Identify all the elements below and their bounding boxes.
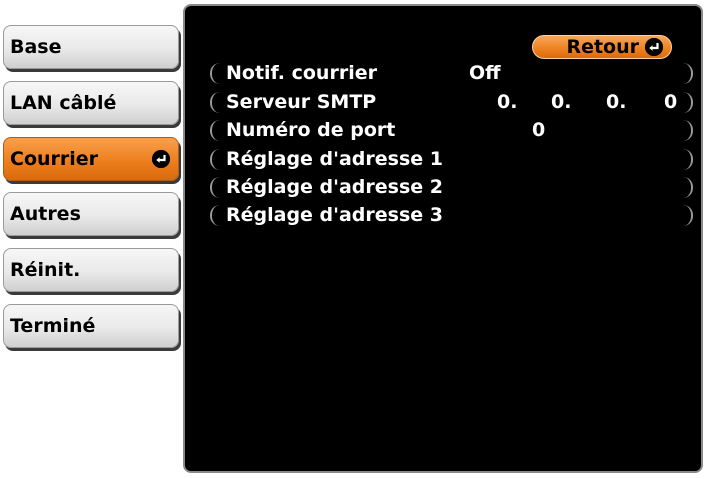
sidebar-item-label: Base [10, 36, 62, 58]
sidebar-item-reinit[interactable]: Réinit. [3, 248, 179, 292]
enter-return-icon [152, 150, 170, 168]
row-reglage-adresse-3[interactable]: Réglage d'adresse 3 [210, 205, 693, 226]
row-label: Réglage d'adresse 3 [226, 204, 443, 226]
row-reglage-adresse-2[interactable]: Réglage d'adresse 2 [210, 177, 693, 198]
sidebar-item-lan-cable[interactable]: LAN câblé [3, 81, 179, 125]
sidebar-item-label: Autres [10, 203, 81, 225]
row-label: Réglage d'adresse 1 [226, 148, 443, 170]
ip-octet-3[interactable]: 0. [606, 91, 627, 113]
row-label: Numéro de port [226, 119, 396, 141]
sidebar-item-label: Terminé [10, 315, 96, 337]
sidebar-item-label: Réinit. [10, 259, 81, 281]
sidebar-item-base[interactable]: Base [3, 25, 179, 69]
sidebar-item-label: Courrier [10, 148, 99, 170]
sidebar-item-courrier[interactable]: Courrier [3, 137, 179, 181]
sidebar-item-autres[interactable]: Autres [3, 192, 179, 236]
sidebar-item-label: LAN câblé [10, 92, 117, 114]
ip-octet-4[interactable]: 0 [664, 91, 678, 113]
row-numero-de-port[interactable]: Numéro de port 0 [210, 120, 693, 141]
row-label: Serveur SMTP [226, 91, 377, 113]
row-value: 0 [532, 119, 546, 141]
row-serveur-smtp[interactable]: Serveur SMTP 0. 0. 0. 0 [210, 92, 693, 113]
row-label: Notif. courrier [226, 62, 377, 84]
back-button[interactable]: Retour [532, 35, 672, 59]
ip-octet-2[interactable]: 0. [551, 91, 572, 113]
enter-return-icon [645, 38, 663, 56]
settings-panel: Retour Notif. courrier Off Serveur SMTP … [183, 4, 703, 473]
sidebar-item-termine[interactable]: Terminé [3, 304, 179, 348]
back-button-label: Retour [566, 36, 639, 58]
row-value: Off [469, 62, 501, 84]
row-reglage-adresse-1[interactable]: Réglage d'adresse 1 [210, 149, 693, 170]
row-label: Réglage d'adresse 2 [226, 176, 443, 198]
ip-octet-1[interactable]: 0. [497, 91, 518, 113]
row-notif-courrier[interactable]: Notif. courrier Off [210, 63, 693, 84]
